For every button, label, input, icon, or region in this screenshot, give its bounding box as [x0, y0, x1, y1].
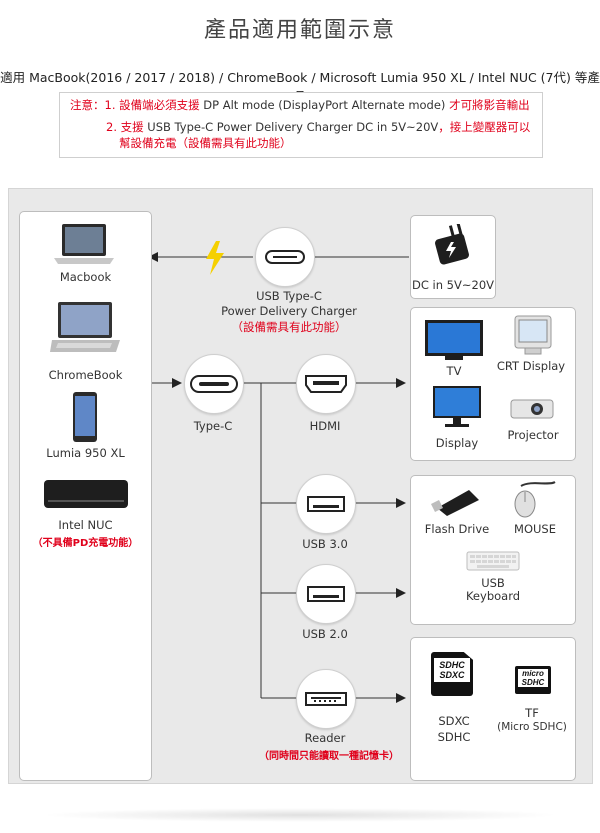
reader-note: （同時間只能讀取一種記憶卡） [259, 751, 399, 762]
usb30-label: USB 3.0 [302, 537, 348, 551]
mouse-icon [514, 481, 556, 518]
notice-2-text-c: ，接上變壓器可以 [438, 120, 531, 134]
notice-2-text-d: 幫設備充電（設備需具有此功能） [119, 136, 292, 150]
hdmi-port-icon [305, 375, 347, 393]
dc-label: DC in 5V~20V [412, 278, 494, 292]
memory-cards-panel: SDHC SDXC micro SDHC SDXC SDHC TF (Micro… [410, 637, 576, 781]
intel-nuc-icon [44, 480, 128, 508]
notice-2-number: 2. [106, 120, 117, 134]
tf-label-2: (Micro SDHC) [497, 721, 567, 733]
usb20-port [296, 564, 356, 624]
tf-label-1: TF [525, 706, 539, 720]
connector-lines [148, 252, 409, 703]
notice-1-text-c: 才可將影音輸出 [449, 98, 530, 112]
usb-keyboard-icon [466, 551, 520, 571]
hdmi-port [296, 354, 356, 414]
notice-prefix: 注意： [70, 98, 105, 112]
flash-drive-label: Flash Drive [424, 522, 490, 536]
microsd-card-icon: micro SDHC [515, 666, 551, 694]
flash-drive-icon [431, 490, 479, 516]
page-title: 產品適用範圍示意 [203, 18, 396, 43]
projector-icon [510, 399, 554, 419]
macbook-label: Macbook [59, 270, 112, 284]
monitor-display-icon [433, 386, 481, 427]
sd-card-label-1: SDHC [439, 660, 465, 670]
keyboard-label-1: USB [481, 576, 505, 590]
charger-label-2: Power Delivery Charger [221, 304, 357, 318]
typec-connector [184, 354, 244, 414]
sd-card-icon: SDHC SDXC [431, 652, 473, 696]
lumia-label: Lumia 950 XL [46, 446, 125, 460]
dc-adapter-panel: DC in 5V~20V [410, 215, 496, 299]
chromebook-icon [50, 302, 120, 352]
power-lightning-icon [206, 241, 224, 275]
notice-2-text-b: USB Type-C Power Delivery Charger DC in … [147, 120, 439, 134]
tv-label: TV [446, 364, 462, 378]
display-label: Display [435, 436, 479, 450]
usb20-port-icon [307, 586, 345, 602]
microsd-label-1: micro [522, 669, 544, 678]
keyboard-label-2: Keyboard [465, 589, 521, 603]
usb30-port-icon [307, 496, 345, 512]
crt-label: CRT Display [496, 359, 566, 373]
notice-box: 注意：1. 設備端必須支援 DP Alt mode (DisplayPort A… [59, 92, 543, 158]
diagram-area: Macbook ChromeBook Lumia 950 XL Intel NU… [8, 188, 593, 784]
charger-typec-port [255, 227, 315, 287]
notice-1-number: 1. [104, 98, 116, 112]
host-devices-panel: Macbook ChromeBook Lumia 950 XL Intel NU… [19, 211, 152, 781]
display-outputs-panel: TV CRT Display Display Projector [410, 307, 576, 461]
sd-label-1: SDXC [438, 714, 470, 728]
usb30-port [296, 474, 356, 534]
typec-plug-icon [190, 375, 238, 393]
power-adapter-icon [435, 224, 469, 265]
macbook-icon [54, 224, 114, 264]
sd-card-label-2: SDXC [439, 670, 465, 680]
bottom-shadow [40, 808, 560, 822]
projector-label: Projector [507, 428, 559, 442]
lumia-phone-icon [73, 392, 97, 442]
notice-1-text-a: 設備端必須支援 [119, 98, 200, 112]
typec-label: Type-C [193, 419, 233, 433]
tv-icon [425, 320, 483, 360]
typec-port-icon [265, 250, 305, 264]
hdmi-label: HDMI [309, 419, 341, 433]
card-reader-slot [296, 669, 356, 729]
usb20-label: USB 2.0 [302, 627, 348, 641]
charger-label-1: USB Type-C [256, 289, 322, 303]
intel-nuc-note: （不具備PD充電功能） [32, 538, 139, 549]
chromebook-label: ChromeBook [48, 368, 123, 382]
mouse-label: MOUSE [514, 522, 556, 536]
card-reader-icon [305, 692, 347, 706]
crt-display-icon [514, 315, 552, 355]
intel-nuc-label: Intel NUC [58, 518, 113, 532]
reader-label: Reader [304, 731, 346, 745]
notice-1-text-b: DP Alt mode (DisplayPort Alternate mode) [203, 98, 446, 112]
charger-label-3: （設備需具有此功能） [231, 320, 347, 334]
usb-devices-panel: Flash Drive MOUSE USB Keyboard [410, 475, 576, 625]
microsd-label-2: SDHC [521, 678, 545, 687]
notice-2-text-a: 支援 [120, 120, 144, 134]
sd-label-2: SDHC [437, 730, 471, 744]
